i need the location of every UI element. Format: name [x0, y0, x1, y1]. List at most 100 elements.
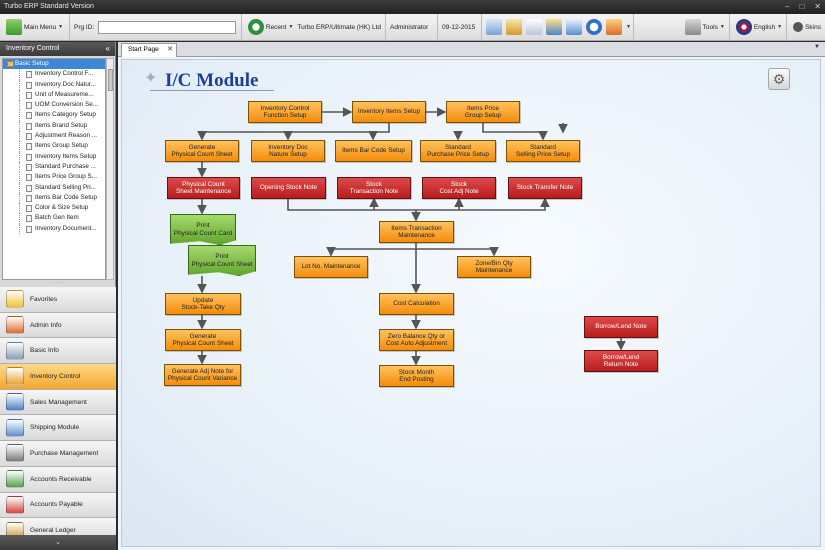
module-admin-info[interactable]: Admin Info [0, 312, 116, 339]
module-favorites[interactable]: Favorites [0, 287, 116, 313]
org-chart-icon[interactable] [546, 19, 562, 35]
flow-node-physical-count-sheet-maintenance[interactable]: Physical Count Sheet Maintenance [167, 177, 240, 199]
prg-id-input[interactable] [98, 20, 237, 34]
tree-item[interactable]: Items Bar Code Setup [3, 192, 105, 204]
flow-node-stock-month-end-posting[interactable]: Stock Month End Posting [379, 365, 454, 387]
skins-button[interactable]: Skins [787, 14, 825, 41]
window-title-bar: Turbo ERP Standard Version – □ ✕ [0, 0, 825, 14]
tree-item[interactable]: Unit of Measureme... [3, 89, 105, 101]
module-purchase-management[interactable]: Purchase Management [0, 441, 116, 467]
tree-item[interactable]: Items Category Setup [3, 110, 105, 121]
flow-node-print-physical-count-sheet[interactable]: Print Physical Count Sheet [188, 245, 256, 276]
alert-icon[interactable] [606, 19, 622, 35]
panel-splitter[interactable]: ···· [54, 280, 62, 286]
tree-item-label: Unit of Measureme... [35, 90, 94, 98]
scrollbar-thumb[interactable] [108, 69, 113, 91]
flow-node-stock-transaction-note[interactable]: Stock Transaction Note [337, 177, 411, 199]
tab-bar: Start Page ✕ ▼ [118, 42, 825, 57]
folder-icon [7, 61, 14, 67]
flow-node-print-physical-count-card[interactable]: Print Physical Count Card [170, 214, 236, 245]
module-accounts-receivable[interactable]: Accounts Receivable [0, 466, 116, 493]
flow-node-inventory-items-setup[interactable]: Inventory Items Setup [352, 101, 426, 123]
tree-item[interactable]: Adjustment Reason ... [3, 131, 105, 142]
search-doc-icon[interactable] [486, 19, 502, 35]
calendar-icon[interactable] [566, 19, 582, 35]
refresh-icon[interactable] [586, 19, 602, 35]
list-icon[interactable] [526, 19, 542, 35]
document-icon [26, 174, 32, 182]
flow-node-generate-physical-count-sheet[interactable]: Generate Physical Count Sheet [165, 329, 241, 351]
tree-item[interactable]: Inventory Doc Natur... [3, 79, 105, 90]
tree-item[interactable]: Inventory Control F... [3, 69, 105, 80]
tab-list-dropdown-icon[interactable]: ▼ [814, 44, 820, 50]
language-button[interactable]: English▼ [730, 13, 788, 41]
flow-node-zone-bin-qty-maintenance[interactable]: Zone/Bin Qty Maintenance [457, 256, 531, 278]
recent-label: Recent [265, 23, 287, 31]
tree-item[interactable]: Inventory Document... [3, 223, 105, 235]
close-tab-icon[interactable]: ✕ [167, 46, 173, 53]
tree-item[interactable]: Color & Size Setup [3, 203, 105, 214]
flow-node-items-price-group-setup[interactable]: Items Price Group Setup [446, 101, 520, 123]
flow-node-stock-transfer-note[interactable]: Stock Transfer Note [508, 177, 582, 199]
clock-icon [248, 19, 264, 35]
close-icon[interactable]: ✕ [814, 2, 821, 11]
flow-node-generate-physical-count-sheet[interactable]: Generate Physical Count Sheet [165, 140, 239, 162]
tree-item-label: Items Brand Setup [35, 121, 88, 129]
tree-item[interactable]: Batch Gen Item [3, 213, 105, 224]
module-list-footer[interactable]: ⌄ [0, 535, 116, 550]
main-menu-button[interactable]: Main Menu▼ [0, 13, 70, 41]
tree-scrollbar[interactable] [106, 58, 114, 280]
tree-item[interactable]: Standard Purchase ... [3, 161, 105, 173]
tree-connector-line [19, 213, 20, 224]
tree-connector-line [19, 100, 20, 111]
flow-connectors [197, 107, 626, 366]
minimize-icon[interactable]: – [785, 2, 790, 11]
flow-node-cost-calculation[interactable]: Cost Calculation [379, 293, 454, 315]
chevron-down-icon: ▼ [719, 24, 725, 30]
tree-root-label: Basic Setup [15, 60, 49, 67]
tree-root-basic-setup[interactable]: Basic Setup [3, 59, 105, 70]
flow-node-items-transaction-maintenance[interactable]: Items Transaction Maintenance [379, 221, 454, 243]
flow-node-items-bar-code-setup[interactable]: Items Bar Code Setup [335, 140, 412, 162]
home-icon[interactable] [506, 19, 522, 35]
flow-node-opening-stock-note[interactable]: Opening Stock Note [251, 177, 326, 199]
flow-node-update-stock-take-qty[interactable]: Update Stock-Take Qty [165, 293, 241, 315]
tree-connector-line [19, 172, 20, 183]
flow-node-standard-selling-price-setup[interactable]: Standard Selling Price Setup [506, 140, 580, 162]
tools-button[interactable]: Tools▼ [679, 13, 730, 41]
module-sales-management[interactable]: Sales Management [0, 389, 116, 416]
favorites-icon [6, 290, 24, 309]
flow-node-inventory-doc-nature-setup[interactable]: Inventory Doc Nature Setup [251, 140, 325, 162]
flow-node-lot-no-maintenance[interactable]: Lot No. Maintenance [294, 256, 368, 278]
flow-node-generate-adj-note-for-physical-count-variance[interactable]: Generate Adj Note for Physical Count Var… [164, 364, 241, 386]
flow-node-inventory-control-function-setup[interactable]: Inventory Control Function Setup [248, 101, 322, 123]
main-toolbar: Main Menu▼ Prg ID: Recent▼ Turbo ERP/Ult… [0, 13, 825, 41]
settings-gear-icon[interactable]: ⚙ [768, 68, 790, 90]
module-shipping-module[interactable]: Shipping Module [0, 415, 116, 442]
module-inventory-control[interactable]: Inventory Control [0, 364, 116, 390]
tree-item[interactable]: Items Brand Setup [3, 120, 105, 132]
module-accounts-payable[interactable]: Accounts Payable [0, 492, 116, 519]
document-icon [26, 112, 32, 120]
tree-item[interactable]: UOM Conversion Se... [3, 100, 105, 111]
maximize-icon[interactable]: □ [799, 2, 805, 11]
module-title: I/C Module [165, 70, 259, 91]
flow-node-zero-balance-qty-or-cost-auto-adjustment[interactable]: Zero Balance Qty or Cost Auto Adjustment [379, 329, 454, 351]
tree-item[interactable]: Items Group Setup [3, 141, 105, 152]
tree-connector-line [19, 79, 20, 90]
admin-info-icon [6, 316, 24, 335]
tab-start-page[interactable]: Start Page ✕ [121, 43, 177, 57]
flow-node-stock-cost-adj-note[interactable]: Stock Cost Adj Note [422, 177, 496, 199]
flow-node-standard-purchase-price-setup[interactable]: Standard Purchase Price Setup [420, 140, 496, 162]
document-icon [26, 81, 32, 89]
flow-node-borrow-lend-note[interactable]: Borrow/Lend Note [584, 316, 658, 338]
recent-button[interactable]: Recent▼ Turbo ERP/Ultimate (HK) Ltd [242, 13, 386, 41]
tree-item[interactable]: Inventory Items Setup [3, 151, 105, 162]
title-underline [150, 90, 274, 91]
tree-item[interactable]: Items Price Group S... [3, 172, 105, 183]
collapse-panel-icon[interactable]: « [105, 44, 110, 53]
tree-item[interactable]: Standard Selling Pri... [3, 182, 105, 193]
module-basic-info[interactable]: Basic Info [0, 338, 116, 365]
flow-node-borrow-lend-return-note[interactable]: Borrow/Lend Return Note [584, 350, 658, 372]
document-icon [26, 205, 32, 213]
